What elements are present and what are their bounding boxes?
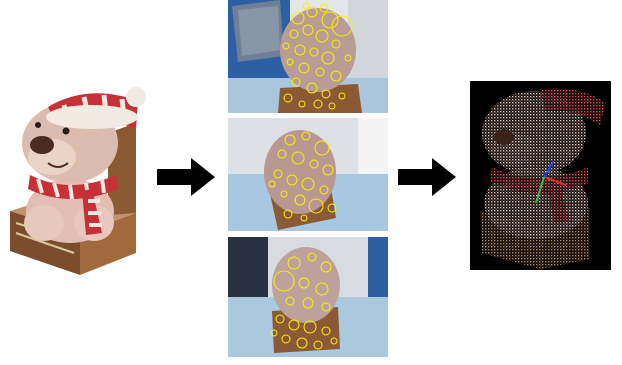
input-bear-photo <box>8 83 150 275</box>
arrow-right-icon <box>157 158 215 196</box>
arrow-right-icon <box>398 158 456 196</box>
feature-view-1 <box>228 0 388 113</box>
bear-illustration <box>8 83 150 275</box>
point-cloud-model <box>470 81 611 270</box>
feature-view-2 <box>228 118 388 231</box>
feature-view-3 <box>228 237 388 357</box>
point-cloud-illustration <box>470 81 611 270</box>
